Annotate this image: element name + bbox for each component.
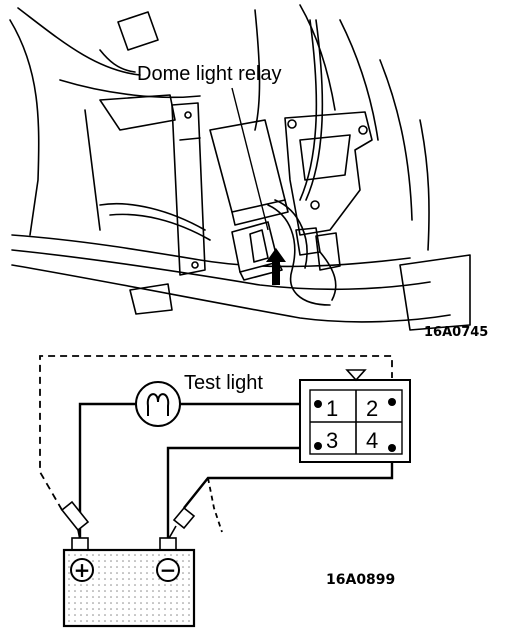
body-lead <box>207 477 223 533</box>
terminal-3-pin <box>314 442 322 450</box>
terminal-2-label: 2 <box>366 396 378 421</box>
battery <box>62 537 196 628</box>
terminal-1-label: 1 <box>326 396 338 421</box>
up-arrow-icon <box>266 248 286 285</box>
battery-positive-symbol: + <box>74 558 91 582</box>
test-light-label: Test light <box>184 372 263 394</box>
terminal-4-pin <box>388 444 396 452</box>
dashed-wire <box>39 355 393 511</box>
terminal-1-pin <box>314 400 322 408</box>
negative-clip-icon <box>167 506 196 541</box>
relay-callout-line <box>231 87 269 231</box>
test-circuit <box>39 355 394 540</box>
figure-code-bottom: 16A0899 <box>326 572 395 588</box>
terminal-3-label: 3 <box>326 428 338 453</box>
connector-key-icon <box>345 369 367 382</box>
terminal-3-wire <box>166 446 315 540</box>
figure-code-top: 16A0745 <box>424 325 488 340</box>
terminal-4-label: 4 <box>366 428 378 453</box>
vehicle-interior-illustration <box>9 4 471 331</box>
relay-connector <box>299 369 411 463</box>
test-light-bulb-icon <box>135 381 181 427</box>
test-light-wire-left <box>78 402 136 540</box>
battery-negative-symbol: − <box>160 558 177 582</box>
relay-label: Dome light relay <box>137 63 282 85</box>
positive-clip-icon <box>60 500 90 541</box>
terminal-2-pin <box>388 398 396 406</box>
terminal-4-wire <box>183 452 394 509</box>
